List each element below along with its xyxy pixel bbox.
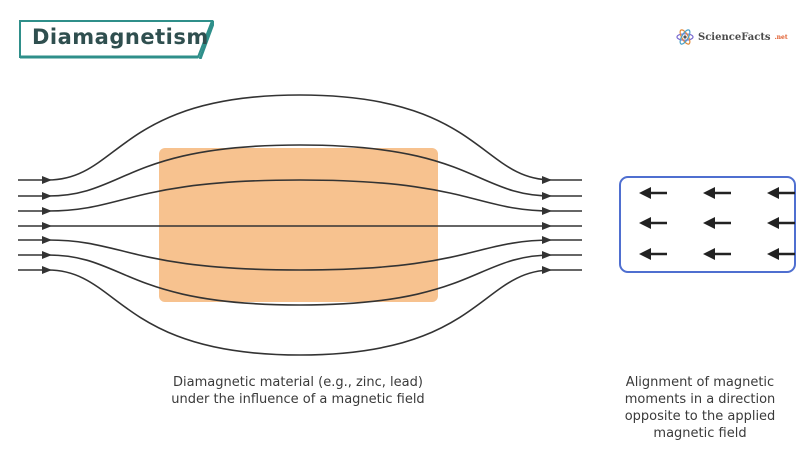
field-arrow [542, 176, 552, 184]
field-arrow [542, 192, 552, 200]
logo-suffix: .net [774, 33, 788, 41]
magnetic-field-lines [18, 94, 582, 356]
field-arrow [542, 207, 552, 215]
moment-arrow-head [703, 187, 715, 199]
field-arrow [42, 266, 52, 274]
field-line [18, 179, 582, 212]
magnetic-moment-arrows [639, 187, 795, 260]
moment-arrow-head [639, 217, 651, 229]
field-arrow [42, 176, 52, 184]
moment-arrow-head [639, 248, 651, 260]
moment-arrow-head [703, 217, 715, 229]
moment-arrow-head [703, 248, 715, 260]
field-arrow [42, 251, 52, 259]
field-line [18, 269, 582, 356]
field-arrow [542, 236, 552, 244]
material-caption: Diamagnetic material (e.g., zinc, lead) … [171, 375, 425, 407]
field-line [18, 144, 582, 197]
moment-arrow-head [767, 217, 779, 229]
atom-logo-icon [676, 29, 694, 45]
field-arrow [42, 222, 52, 230]
alignment-caption: Alignment of magnetic moments in a direc… [624, 375, 776, 441]
field-line [18, 239, 582, 271]
diamagnetism-diagram [18, 94, 796, 356]
page-title: Diamagnetism [32, 25, 209, 49]
logo-name: ScienceFacts [698, 31, 771, 43]
field-line [18, 254, 582, 306]
field-arrow [42, 207, 52, 215]
diamagnetic-material-block [159, 148, 438, 302]
moment-arrow-head [639, 187, 651, 199]
field-arrow [542, 222, 552, 230]
logo: ScienceFacts .net [676, 28, 788, 46]
field-arrow [542, 266, 552, 274]
title-banner: Diamagnetism [18, 19, 214, 59]
field-line [18, 94, 582, 181]
moment-arrow-head [767, 187, 779, 199]
field-arrows-left [42, 176, 52, 274]
field-arrow [42, 192, 52, 200]
field-arrows-right [542, 176, 552, 274]
field-arrow [542, 251, 552, 259]
moment-arrow-head [767, 248, 779, 260]
title-banner-frame [19, 20, 214, 59]
field-arrow [42, 236, 52, 244]
